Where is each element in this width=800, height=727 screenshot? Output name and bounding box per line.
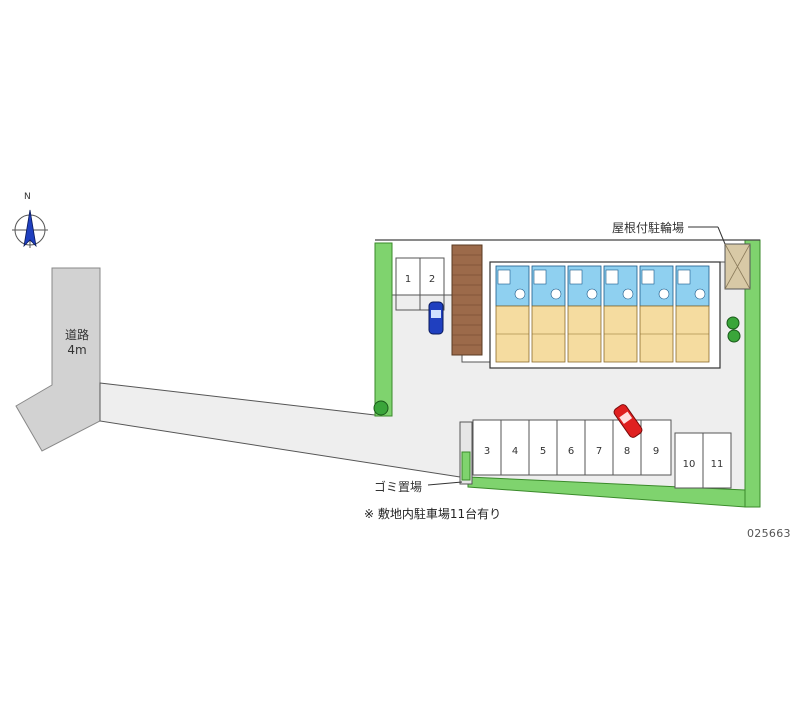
bike-parking-label: 屋根付駐輪場 <box>612 221 685 235</box>
blue-car <box>428 301 444 335</box>
road-name: 道路 <box>64 328 89 342</box>
apartment-unit <box>495 265 530 363</box>
road-label: 道路 4m <box>62 328 92 358</box>
apartment-unit <box>567 265 602 363</box>
stall-number: 3 <box>483 446 491 457</box>
apartment-unit <box>603 265 638 363</box>
apartment-units <box>495 265 710 363</box>
property-code: 025663 <box>747 527 791 540</box>
brick-walkway <box>451 244 483 356</box>
stall-number: 10 <box>682 459 696 470</box>
stall-number: 11 <box>710 459 724 470</box>
garbage-leader <box>427 481 463 486</box>
stall-number: 1 <box>404 274 412 285</box>
public-road <box>15 267 101 452</box>
bike-parking-leader <box>717 226 726 245</box>
garbage-label: ゴミ置場 <box>374 480 423 494</box>
green-strip-west <box>374 242 393 417</box>
parking-stalls-east <box>674 432 732 489</box>
parking-note: ※ 敷地内駐車場11台有り <box>364 507 502 521</box>
compass-north-label: N <box>24 192 31 202</box>
red-car <box>613 404 643 438</box>
compass-icon <box>12 209 48 248</box>
stall-number: 7 <box>595 446 603 457</box>
apartment-unit <box>531 265 566 363</box>
stall-number: 2 <box>428 274 436 285</box>
stall-number: 8 <box>623 446 631 457</box>
apartment-unit <box>675 265 710 363</box>
stall-number: 6 <box>567 446 575 457</box>
garbage-box <box>461 451 471 481</box>
road-width: 4m <box>67 343 87 357</box>
bike-parking-hatch <box>724 243 751 290</box>
stall-number: 4 <box>511 446 519 457</box>
apartment-unit <box>639 265 674 363</box>
stall-number: 5 <box>539 446 547 457</box>
tree <box>373 316 741 416</box>
brick-pattern <box>452 254 482 346</box>
stall-number: 9 <box>652 446 660 457</box>
